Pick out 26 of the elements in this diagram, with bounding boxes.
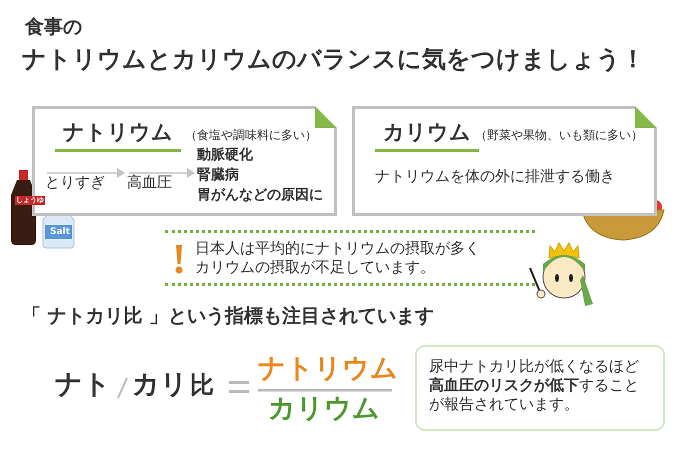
notice-text: 日本人は平均的にナトリウムの摂取が多くカリウムの摂取が不足しています。 bbox=[195, 239, 481, 276]
disease-name: 腎臓病 bbox=[197, 167, 239, 184]
numerator: ナトリウム bbox=[258, 352, 398, 386]
card-heading: ナトリウム bbox=[55, 119, 181, 152]
arrow bbox=[47, 168, 125, 178]
card-text: ナトリウムを体の外に排泄する働き bbox=[375, 167, 615, 186]
flow-step: 高血圧 bbox=[127, 173, 172, 192]
info-card bbox=[32, 106, 337, 216]
heading: 食事の bbox=[25, 16, 82, 40]
source-note: （食塩や調味料に多い） bbox=[185, 128, 317, 143]
formula-term: ナト bbox=[55, 368, 111, 402]
formula-term: 比 bbox=[190, 370, 214, 400]
arrow bbox=[129, 168, 195, 178]
info-card bbox=[352, 106, 657, 216]
flow-step: とりすぎ bbox=[45, 173, 105, 192]
denominator: カリウム bbox=[268, 392, 380, 426]
disease-name: 胃がんなどの原因に bbox=[197, 187, 323, 204]
section-heading: 「 ナトカリ比 」という指標も注目されています bbox=[22, 305, 434, 329]
bottle-label: Salt bbox=[50, 227, 70, 238]
result-box bbox=[415, 345, 665, 431]
heading: ナトリウムとカリウムのバランスに気をつけましょう！ bbox=[22, 44, 645, 74]
result-text: 尿中ナトカリ比が低くなるほど高血圧のリスクが低下することが報告されています。 bbox=[429, 357, 640, 414]
card-heading: カリウム bbox=[375, 119, 479, 152]
formula-term: カリ bbox=[132, 368, 188, 402]
disease-name: 動脈硬化 bbox=[197, 147, 253, 164]
notice-band bbox=[165, 230, 535, 286]
